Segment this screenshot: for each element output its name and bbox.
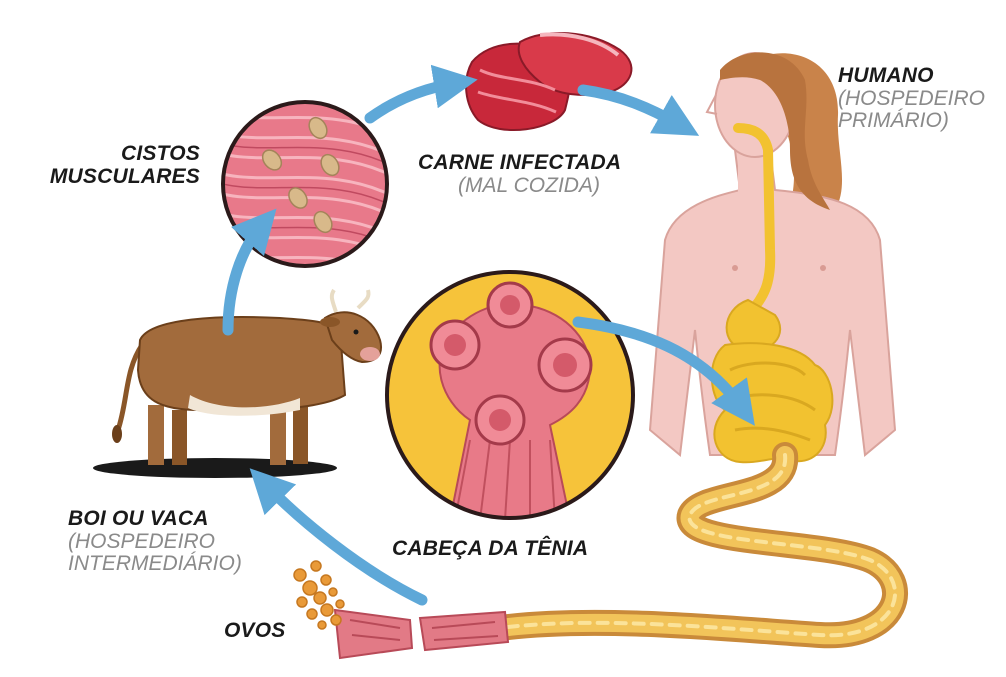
cow-label-sub1: (HOSPEDEIRO [68, 531, 268, 554]
tapeworm-head-icon [387, 272, 633, 520]
eggs-label: OVOS [224, 620, 314, 643]
cow-icon [93, 290, 381, 478]
meat-label-title: CARNE INFECTADA [418, 152, 638, 175]
human-label-title: HUMANO [838, 65, 1003, 88]
cow-label-title: BOI OU VACA [68, 508, 268, 531]
human-label: HUMANO (HOSPEDEIRO PRIMÁRIO) [838, 65, 1003, 133]
eggs-icon [294, 561, 344, 629]
cow-label: BOI OU VACA (HOSPEDEIRO INTERMEDIÁRIO) [68, 508, 268, 576]
head-label-title: CABEÇA DA TÊNIA [392, 538, 632, 561]
cysts-label-line1: CISTOS [40, 143, 200, 166]
head-label: CABEÇA DA TÊNIA [392, 538, 632, 561]
meat-label: CARNE INFECTADA (MAL COZIDA) [418, 152, 638, 197]
cysts-label-line2: MUSCULARES [40, 166, 200, 189]
human-label-sub2: PRIMÁRIO) [838, 110, 1003, 133]
cow-label-sub2: INTERMEDIÁRIO) [68, 553, 268, 576]
human-label-sub1: (HOSPEDEIRO [838, 88, 1003, 111]
cysts-label: CISTOS MUSCULARES [40, 143, 200, 188]
eggs-label-title: OVOS [224, 620, 314, 643]
meat-label-sub: (MAL COZIDA) [418, 175, 638, 198]
infected-meat-icon [466, 33, 631, 130]
